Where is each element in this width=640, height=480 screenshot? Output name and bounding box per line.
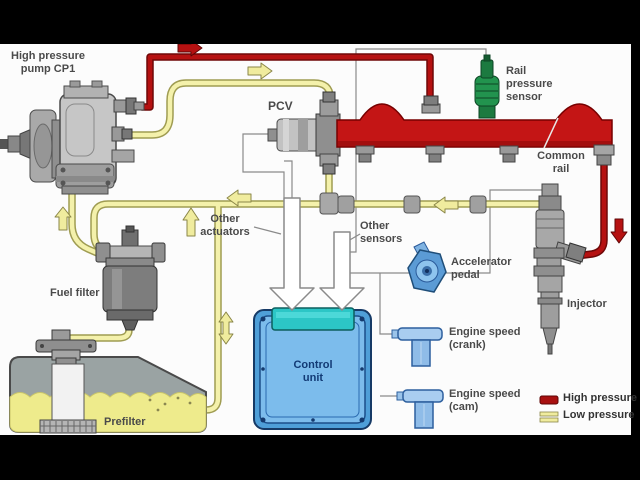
high-pressure-pump <box>0 80 145 195</box>
flow-down-high-icon <box>610 218 628 244</box>
fuel-filter-unit <box>95 225 166 331</box>
ecu-connector <box>271 307 355 331</box>
flow-up-low-icon-2 <box>182 207 200 237</box>
common-rail-label: Common rail <box>537 150 585 175</box>
pump-label: High pressure pump CP1 <box>11 50 85 75</box>
accelerator-pedal <box>407 241 447 293</box>
legend-low-swatch-2 <box>539 417 559 423</box>
prefilter-unit <box>35 329 97 434</box>
engine-speed-crank-sensor <box>391 327 443 367</box>
legend-low-label: Low pressure <box>563 409 635 421</box>
rail-pressure-sensor <box>474 54 500 119</box>
other-sensors-label: Other sensors <box>360 220 403 245</box>
engine-speed-cam-label: Engine speed (cam) <box>449 388 521 413</box>
flow-left-low-icon-1 <box>226 189 252 207</box>
common-rail-pointer <box>543 117 559 149</box>
prefilter-label: Prefilter <box>104 416 146 428</box>
flow-updown-low-icon <box>218 311 234 345</box>
flow-left-low-icon-2 <box>433 196 459 214</box>
ecu-output-arrow <box>269 197 315 311</box>
control-unit-box <box>253 307 372 430</box>
engine-speed-crank-label: Engine speed (crank) <box>449 326 521 351</box>
pcv-valve <box>267 91 341 175</box>
return-line-fittings <box>319 192 487 215</box>
accelerator-pedal-label: Accelerator pedal <box>451 256 512 281</box>
crank-sensor-wire <box>379 273 392 335</box>
fuel-filter-label: Fuel filter <box>50 287 100 299</box>
rail-pressure-sensor-label: Rail pressure sensor <box>506 65 553 103</box>
other-actuators-label: Other actuators <box>200 213 250 238</box>
other-actuators-pointer <box>253 226 282 235</box>
legend-low-swatch-1 <box>539 411 559 417</box>
legend-high-label: High pressure <box>563 392 637 404</box>
common-rail <box>336 95 615 166</box>
ecu-input-arrow <box>319 231 365 311</box>
other-actuators-wire <box>284 160 293 198</box>
control-unit-label: Control unit <box>293 359 333 384</box>
pcv-wire <box>242 133 285 198</box>
high-pressure-pipes <box>138 53 608 260</box>
flow-arrows <box>54 39 628 345</box>
legend-swatches <box>539 395 559 423</box>
rail-outlet-nuts <box>355 144 615 166</box>
pcv-label: PCV <box>268 99 293 113</box>
flow-right-low-icon <box>247 62 273 80</box>
engine-speed-cam-sensor <box>396 389 444 429</box>
legend-high-swatch <box>539 395 559 405</box>
ecu-io-arrows <box>269 197 365 311</box>
flow-up-low-icon-1 <box>54 206 72 231</box>
injector-label: Injector <box>567 298 607 310</box>
injector-unit <box>533 183 587 355</box>
injector-wire <box>446 189 546 274</box>
